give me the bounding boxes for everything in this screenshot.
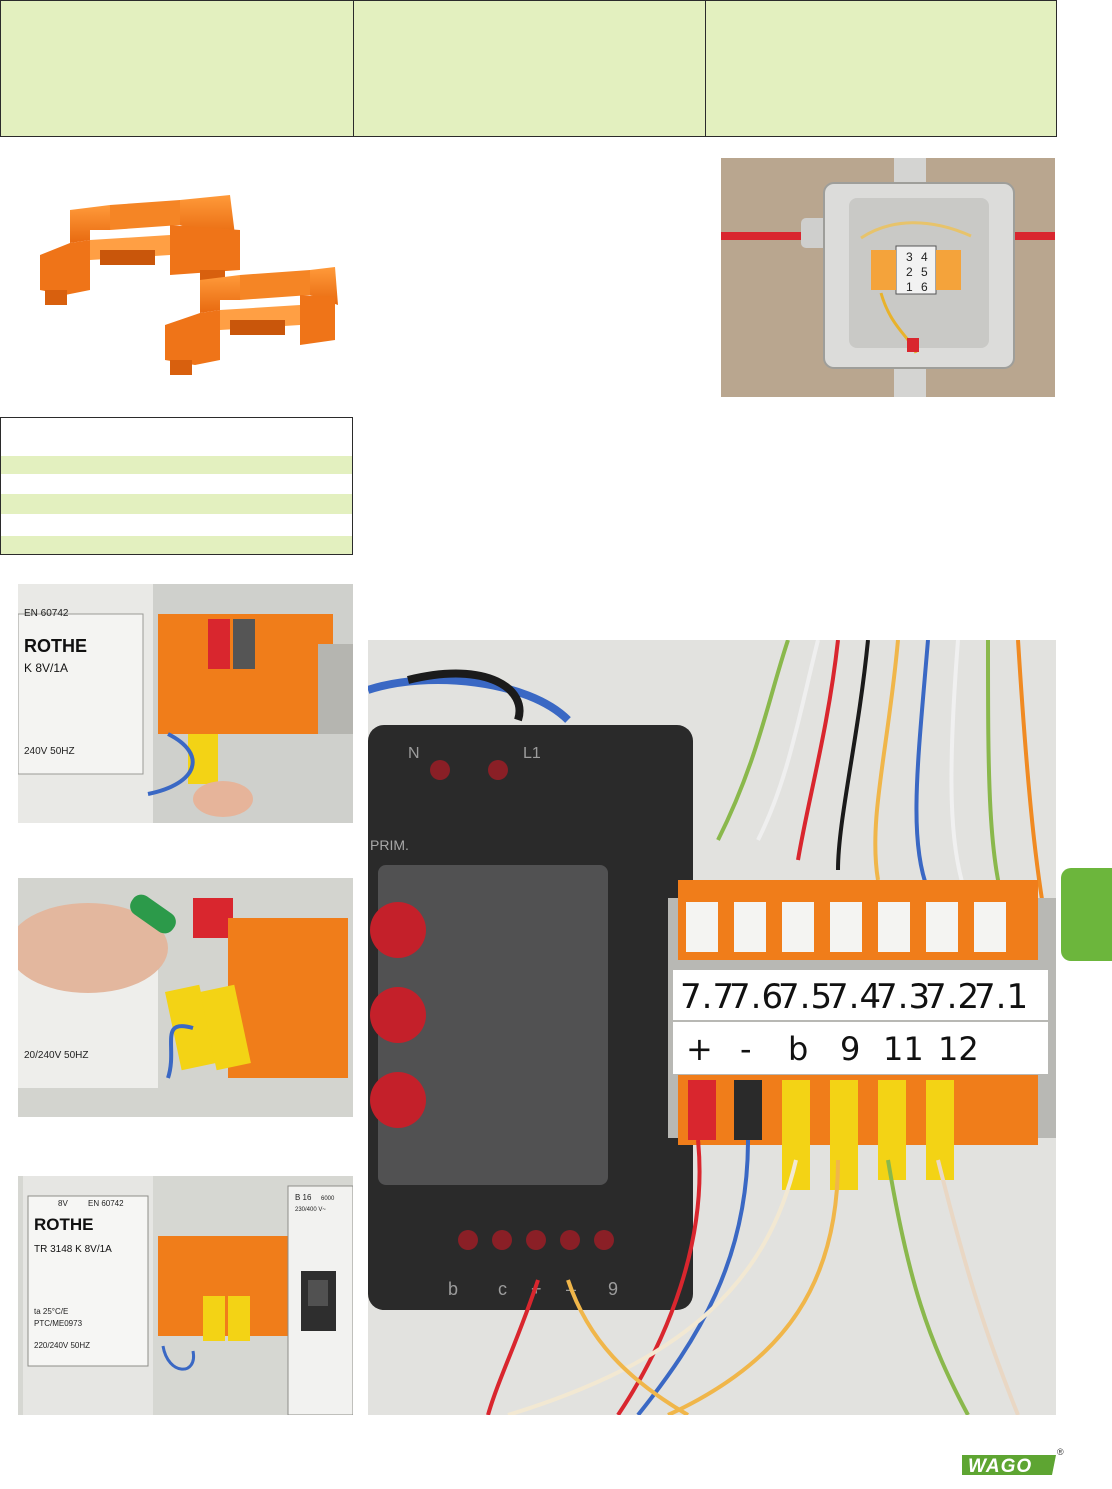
lower-wires — [486, 1139, 1020, 1415]
terminal-number: 3 — [906, 250, 913, 264]
norm-text: EN 60742 — [24, 608, 69, 619]
prim-label: PRIM. — [370, 837, 409, 853]
registered-mark: ® — [1057, 1447, 1064, 1457]
brand-text: ROTHE — [34, 1215, 94, 1234]
terminal-number: 5 — [921, 265, 928, 279]
marker-plus: + — [686, 1030, 713, 1068]
table-row — [1, 536, 352, 554]
transformer-photo-3: 8V EN 60742 ROTHE TR 3148 K 8V/1A ta 25°… — [18, 1176, 353, 1415]
terminal-label-n: N — [408, 745, 420, 762]
marker-strip: 7.7 7.6 7.5 7.4 7.3 7.2 7.1 + - b 9 11 1… — [673, 970, 1048, 1074]
terminal-label-b: b — [448, 1279, 458, 1299]
brand-text: ROTHE — [24, 636, 87, 656]
voltage-text: 240V 50HZ — [24, 746, 75, 757]
marker-7-5: 7.5 — [778, 977, 832, 1017]
volt-marker-text: 8V — [58, 1199, 68, 1208]
marker-7-4: 7.4 — [827, 977, 881, 1017]
marker-7-2: 7.2 — [925, 977, 979, 1017]
wago-logo: WAGO — [962, 1451, 1062, 1479]
marker-12: 12 — [938, 1030, 979, 1068]
main-panel-photo: N L1 PRIM. b c + – 9 — [368, 640, 1056, 1415]
terminal-number: 1 — [906, 280, 913, 294]
voltage-text: 220/240V 50HZ — [34, 1341, 90, 1350]
marker-b: b — [788, 1030, 808, 1068]
voltage-text: 20/240V 50HZ — [24, 1050, 89, 1061]
table-row — [1, 494, 352, 514]
end-stop-lower — [165, 267, 338, 375]
bottom-terminals: b c + – 9 — [448, 1230, 618, 1299]
end-stop-illustration — [30, 195, 340, 380]
hand — [18, 903, 168, 993]
terminal-label-9: 9 — [608, 1279, 618, 1299]
model-text: K 8V/1A — [24, 661, 68, 675]
logo-text: WAGO — [968, 1456, 1032, 1477]
marker-7-1: 7.1 — [974, 977, 1028, 1017]
temp-text: ta 25°C/E — [34, 1307, 68, 1316]
marker-7-7: 7.7 — [680, 977, 734, 1017]
header-cell-3 — [705, 0, 1057, 137]
screwdriver — [130, 894, 176, 934]
junction-box-photo: 3 4 2 5 1 6 — [721, 158, 1055, 397]
terminal-number: 4 — [921, 250, 928, 264]
terminal-label-l1: L1 — [523, 745, 541, 762]
marker-7-3: 7.3 — [876, 977, 930, 1017]
terminal-number: 6 — [921, 280, 928, 294]
table-row — [1, 456, 352, 474]
marker-11: 11 — [883, 1030, 924, 1068]
header-cell-1 — [0, 0, 354, 137]
terminal-number: 2 — [906, 265, 913, 279]
transformer-photo-1: EN 60742 ROTHE K 8V/1A 240V 50HZ — [18, 584, 353, 823]
section-tab[interactable] — [1061, 868, 1112, 961]
breaker-cap-text: 6000 — [321, 1196, 335, 1202]
breaker-spec-text: 230/400 V~ — [295, 1207, 326, 1213]
header-cell-2 — [353, 0, 706, 137]
code-text: PTC/ME0973 — [34, 1319, 83, 1328]
table-row — [1, 514, 352, 536]
marker-7-6: 7.6 — [729, 977, 783, 1017]
terminal-label-c: c — [498, 1279, 507, 1299]
number-label — [895, 245, 937, 295]
breaker-rating-text: B 16 — [295, 1193, 312, 1202]
wire-bundle — [368, 640, 1056, 971]
marker-minus: - — [740, 1030, 752, 1068]
model-text: TR 3148 K 8V/1A — [34, 1244, 112, 1255]
norm-text: EN 60742 — [88, 1199, 124, 1208]
transformer-photo-2: 20/240V 50HZ — [18, 878, 353, 1117]
data-table — [0, 417, 353, 555]
table-row — [1, 474, 352, 494]
marker-9: 9 — [840, 1030, 860, 1068]
